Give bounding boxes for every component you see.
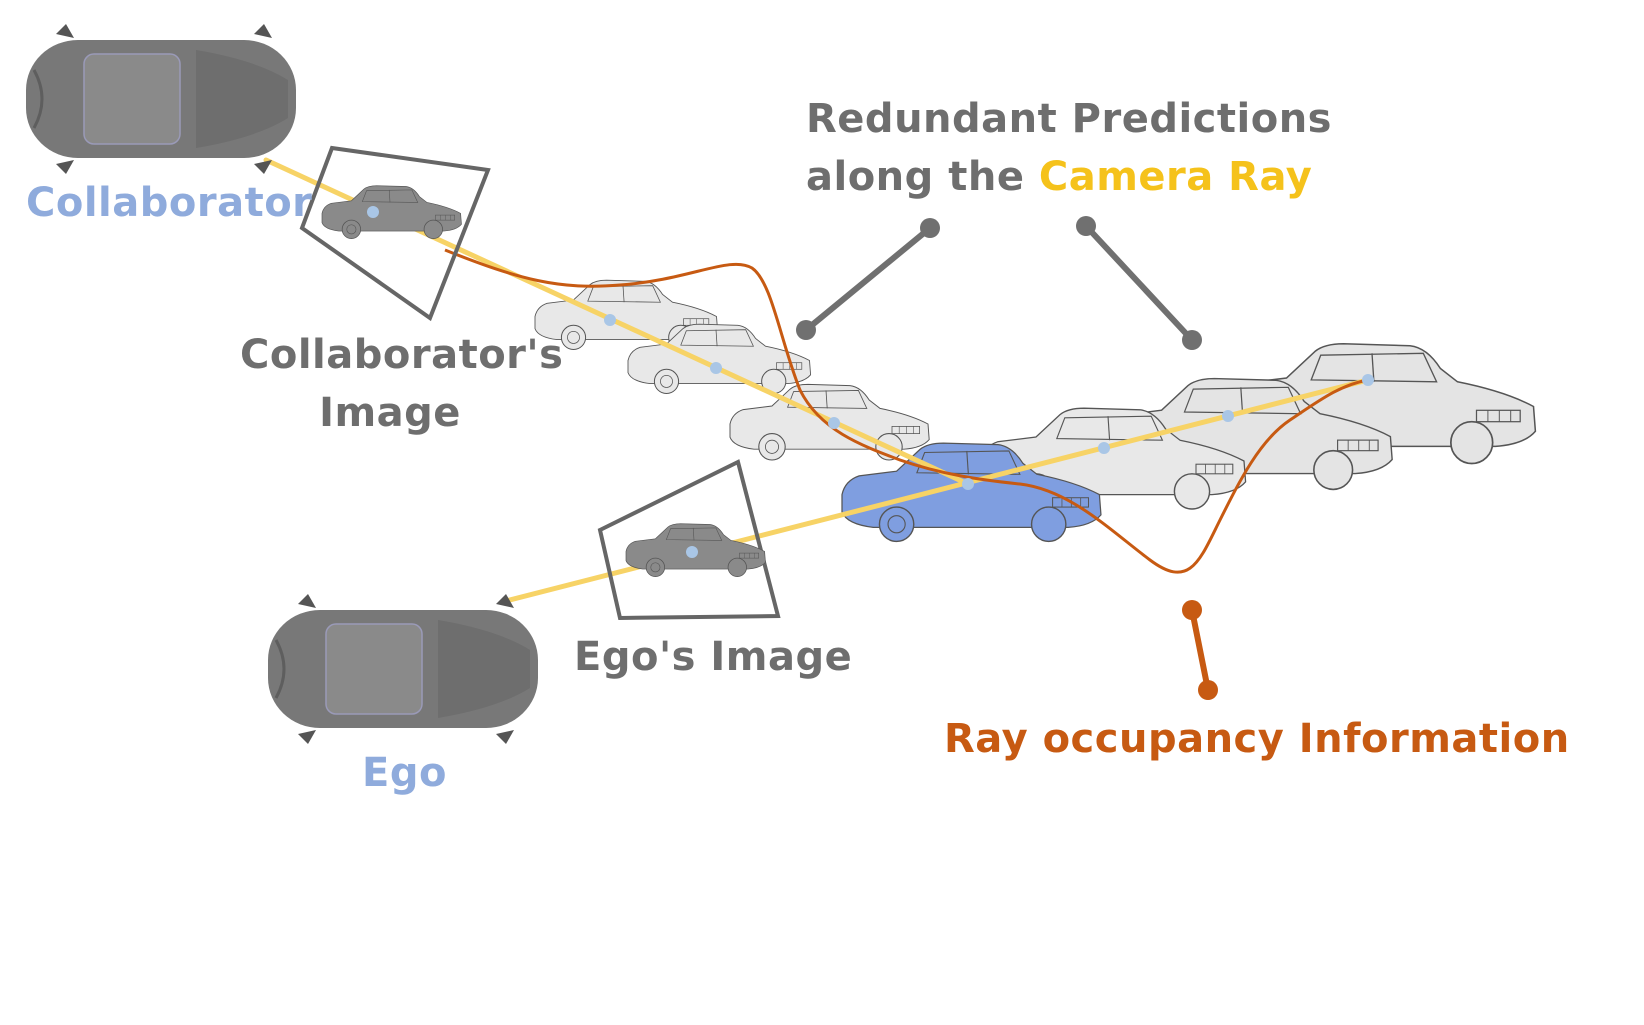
collaborator-car-icon: [24, 22, 298, 176]
redundant-predictions-prefix: along the: [806, 154, 1039, 200]
redundant-pointer-right: [1076, 216, 1202, 350]
redundant-pointer-left: [796, 218, 940, 340]
collaborator-image-label-line1: Collaborator's: [240, 332, 564, 378]
collaborator-image-label-line2: Image: [319, 390, 461, 436]
ego-car-icon: [266, 592, 540, 746]
ego-image-frame: [597, 459, 781, 621]
collaborator-image-frame: [299, 145, 491, 322]
collaborator-image-label: Collaborator's Image: [240, 326, 564, 442]
redundant-predictions-label: Redundant Predictions along the Camera R…: [806, 90, 1332, 206]
ray-occupancy-pointer: [1182, 600, 1218, 700]
ray-occupancy-label: Ray occupancy Information: [944, 716, 1570, 762]
ego-label: Ego: [362, 750, 447, 796]
ray-occupancy-curve: [444, 248, 1369, 574]
redundant-predictions-line2: along the Camera Ray: [806, 148, 1332, 206]
camera-ray-highlight: Camera Ray: [1038, 154, 1313, 200]
redundant-predictions-line1: Redundant Predictions: [806, 96, 1332, 142]
ego-image-label: Ego's Image: [574, 634, 853, 680]
ego-camera-ray: [499, 377, 1371, 605]
collaborator-label: Collaborator: [26, 180, 313, 226]
